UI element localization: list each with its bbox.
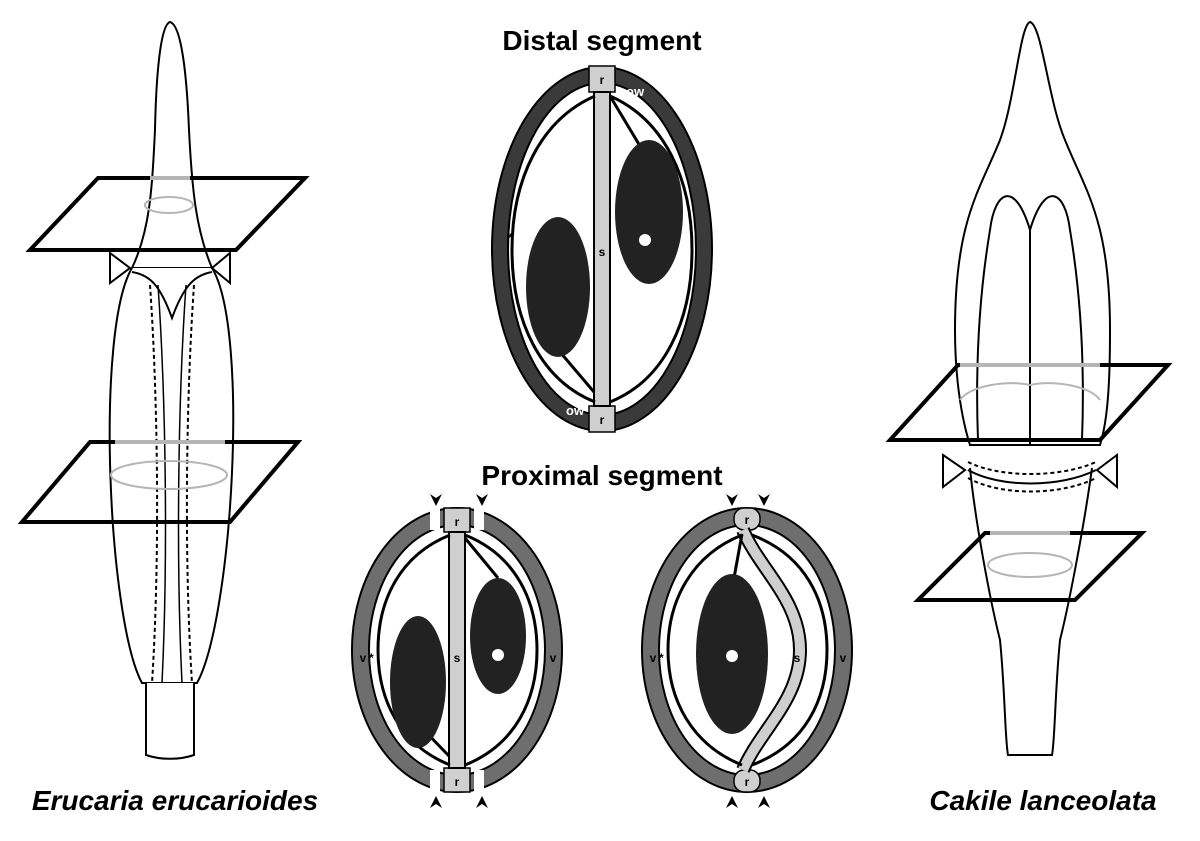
cakile-fruit bbox=[885, 20, 1173, 756]
label-septum: s bbox=[794, 651, 801, 665]
label-replum: r bbox=[745, 513, 750, 527]
label-replum: r bbox=[600, 413, 605, 427]
label-asterisk: * bbox=[659, 651, 664, 665]
label-outer-wall: ow bbox=[566, 403, 585, 418]
label-valve: v bbox=[550, 651, 557, 665]
label-septum: s bbox=[454, 651, 461, 665]
label-outer-wall: ow bbox=[626, 84, 645, 99]
label-valve: v bbox=[840, 651, 847, 665]
label-replum: r bbox=[455, 775, 460, 789]
label-replum: r bbox=[455, 515, 460, 529]
ovule-shape bbox=[526, 217, 590, 357]
species-left: Erucaria erucarioides bbox=[32, 785, 318, 816]
ovule-shape bbox=[615, 140, 683, 284]
label-asterisk: * bbox=[369, 651, 374, 665]
label-asterisk: * bbox=[508, 231, 513, 245]
distal-title: Distal segment bbox=[502, 25, 701, 56]
label-replum: r bbox=[745, 775, 750, 789]
proximal-title: Proximal segment bbox=[481, 460, 722, 491]
distal-section bbox=[491, 65, 713, 433]
erucaria-fruit bbox=[17, 20, 310, 760]
label-septum: s bbox=[599, 245, 606, 259]
proximal-section-right bbox=[641, 494, 853, 808]
label-replum: r bbox=[600, 73, 605, 87]
species-right: Cakile lanceolata bbox=[929, 785, 1156, 816]
label-valve: v bbox=[360, 651, 367, 665]
proximal-section-left bbox=[351, 494, 563, 808]
label-valve: v bbox=[650, 651, 657, 665]
